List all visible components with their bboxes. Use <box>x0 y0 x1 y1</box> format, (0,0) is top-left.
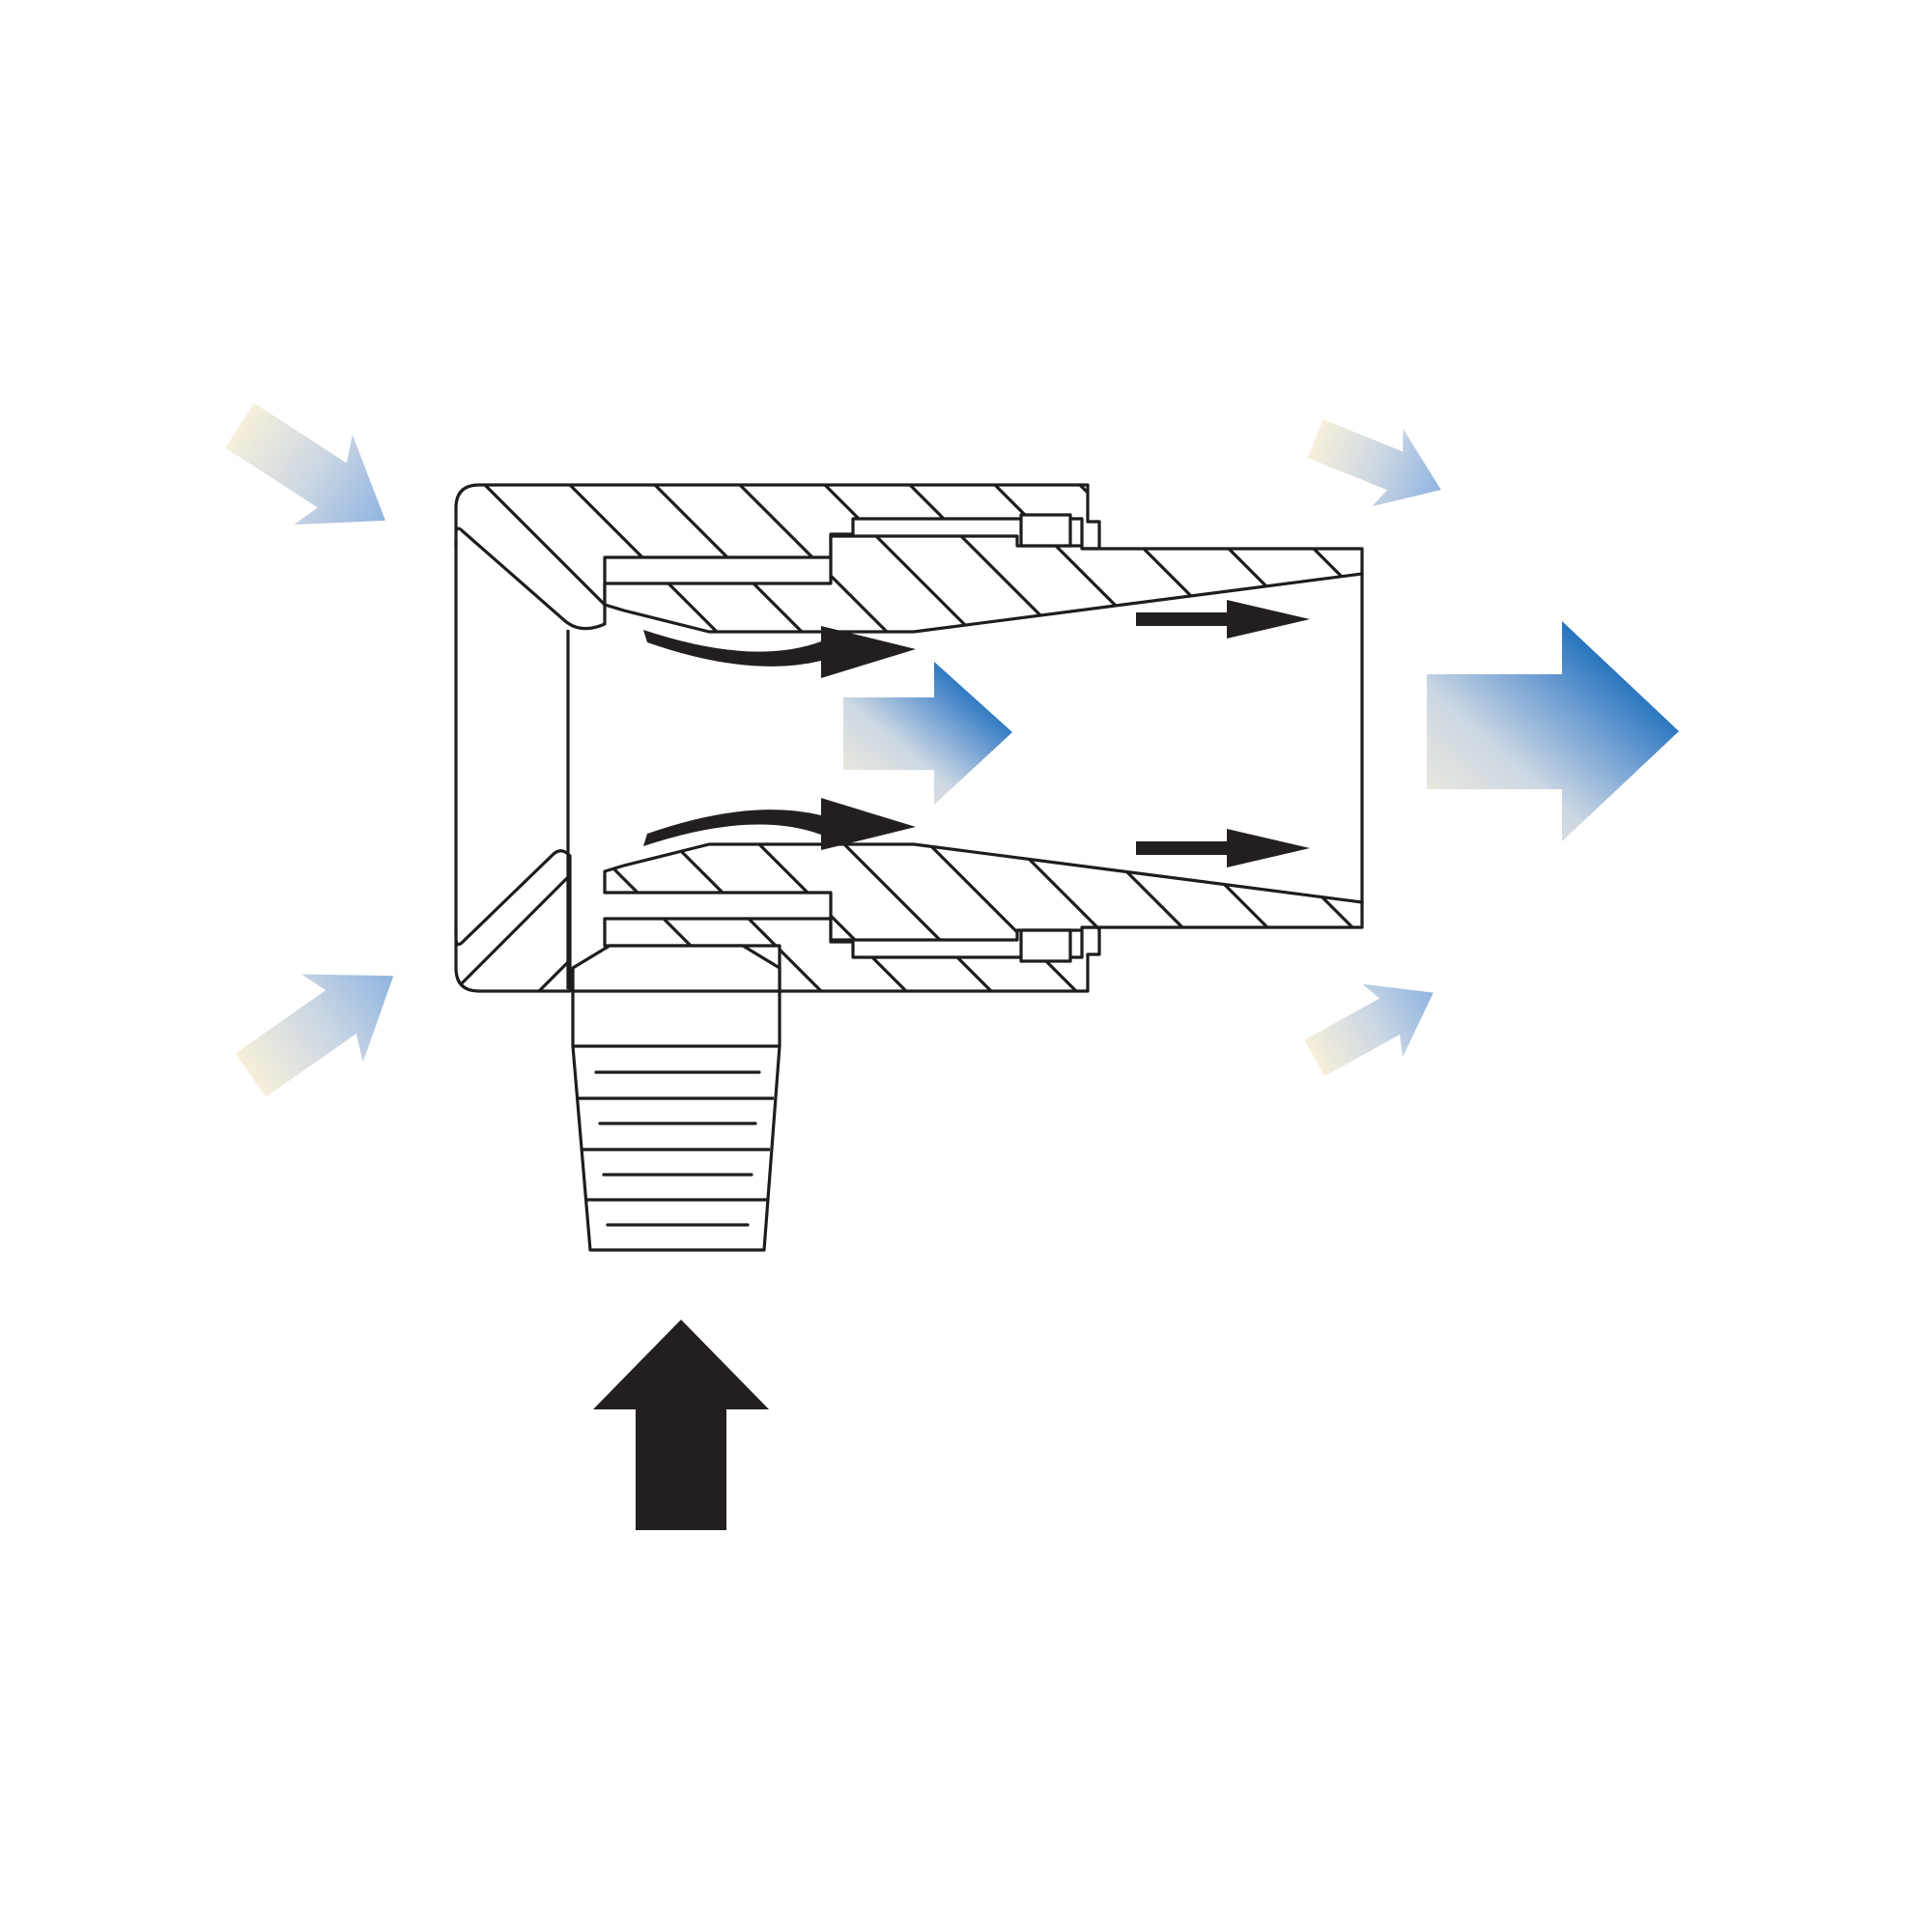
supply-in-bottom-arrow <box>593 1320 769 1530</box>
outlet-stream-upper-arrow <box>1136 600 1310 639</box>
retainer-clip-lower <box>1019 928 1072 963</box>
ambient-out-top-right-arrow <box>1307 419 1441 507</box>
entrained-flow-lower-arrow <box>643 798 916 850</box>
retainer-clip-upper <box>1019 513 1072 548</box>
hose-barb-fitting <box>571 944 781 1252</box>
ambient-in-top-left-arrow <box>225 403 385 526</box>
bell-flange-lower <box>454 849 572 993</box>
ambient-in-bottom-left-arrow <box>235 974 394 1097</box>
flow-arrows <box>225 403 1679 1530</box>
entrained-flow-upper-arrow <box>643 626 916 678</box>
device-body <box>454 483 1364 1252</box>
ambient-out-bottom-right-arrow <box>1304 983 1434 1077</box>
outlet-stream-lower-arrow <box>1136 829 1310 867</box>
nozzle-insert-upper <box>603 534 1364 634</box>
outlet-flow-right-arrow <box>1427 621 1679 841</box>
nozzle-insert-lower <box>603 842 1364 942</box>
core-flow-arrow <box>843 662 1012 805</box>
